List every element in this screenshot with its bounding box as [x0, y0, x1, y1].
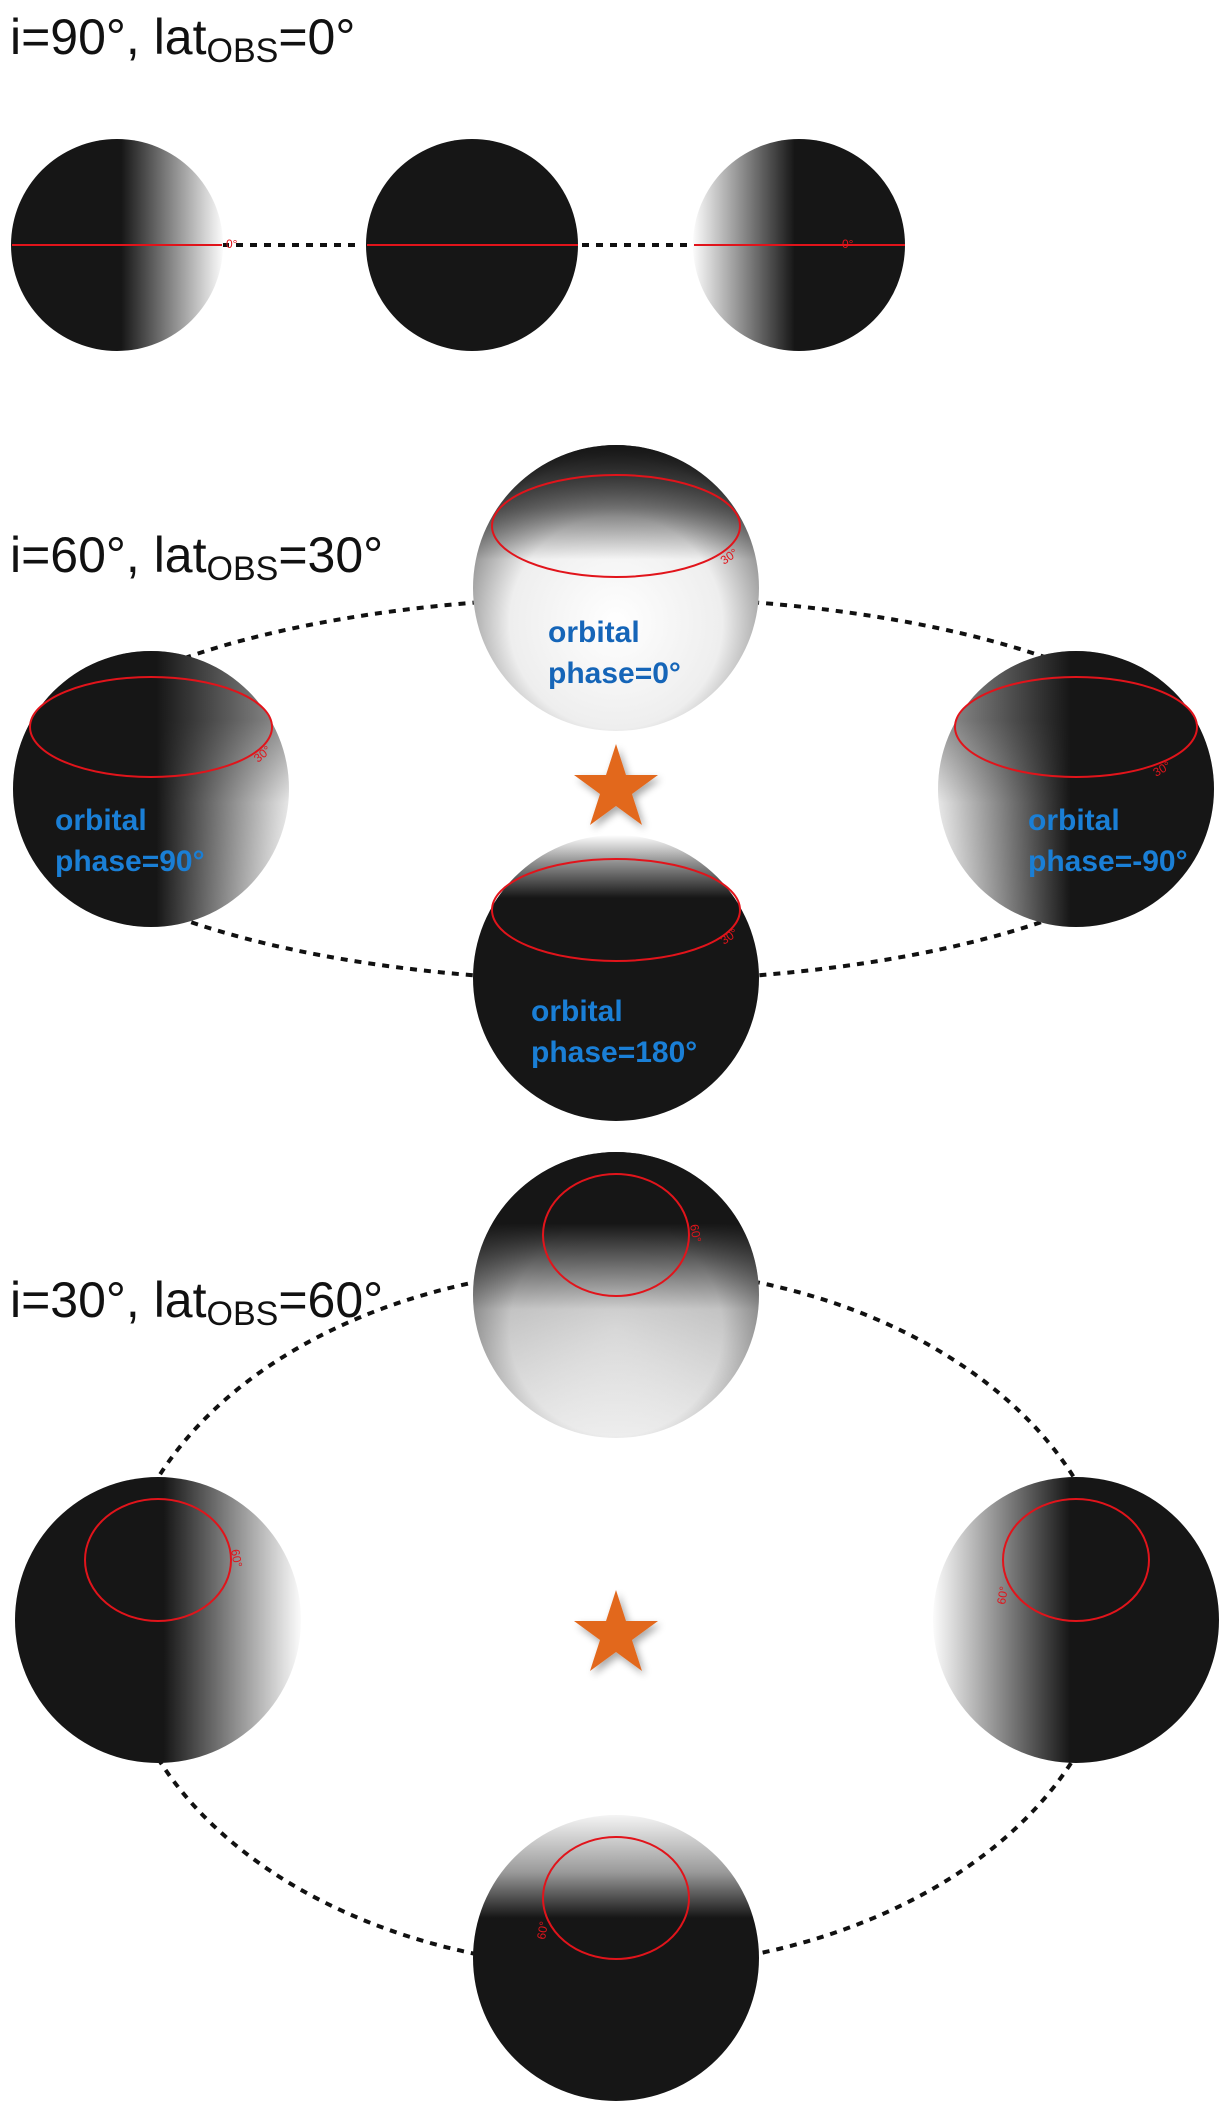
planet-phase-0: 30° orbital phase=0°: [473, 445, 759, 731]
planet-phase-0: 60°: [473, 1152, 759, 1438]
latitude-label: 60°: [534, 1920, 551, 1941]
phase-label-line1: orbital: [548, 616, 640, 649]
planet-phase-180: [366, 139, 578, 351]
panel-i60: i=60°, latOBS=30° 30° orbital phase=0° 3…: [10, 445, 1214, 1121]
planet-phase-neg90: 30° orbital phase=-90°: [938, 651, 1214, 927]
planet-phase-neg90: 0°: [693, 139, 905, 351]
panel-title: i=30°, latOBS=60°: [10, 1272, 383, 1333]
latitude-label: 60°: [994, 1585, 1011, 1606]
star-icon: [574, 1590, 658, 1671]
star-icon: [574, 744, 658, 825]
phase-label-line1: orbital: [531, 995, 623, 1028]
phase-label-line1: orbital: [55, 804, 147, 837]
planet-phase-90: 0°: [11, 139, 238, 351]
phase-label-line2: phase=-90°: [1028, 845, 1188, 878]
planet-phase-90: 60°: [15, 1477, 301, 1763]
panel-i30: i=30°, latOBS=60° 60° 60° 60° 60°: [10, 1152, 1219, 2101]
panel-i90: i=90°, latOBS=0° 0° 0°: [10, 9, 905, 351]
latitude-label: 60°: [687, 1223, 704, 1244]
planet-phase-180: 30° orbital phase=180°: [473, 835, 759, 1121]
latitude-label: 60°: [228, 1548, 245, 1569]
panel-title: i=90°, latOBS=0°: [10, 9, 355, 70]
latitude-label: 0°: [842, 237, 854, 251]
phase-label-line1: orbital: [1028, 804, 1120, 837]
planet-phase-neg90: 60°: [933, 1477, 1219, 1763]
planet-phase-90: 30° orbital phase=90°: [13, 651, 289, 927]
latitude-label: 0°: [226, 237, 238, 251]
phase-label-line2: phase=180°: [531, 1036, 697, 1069]
phase-label-line2: phase=0°: [548, 657, 681, 690]
planet-phase-180: 60°: [473, 1815, 759, 2101]
phase-label-line2: phase=90°: [55, 845, 205, 878]
panel-title: i=60°, latOBS=30°: [10, 527, 383, 588]
